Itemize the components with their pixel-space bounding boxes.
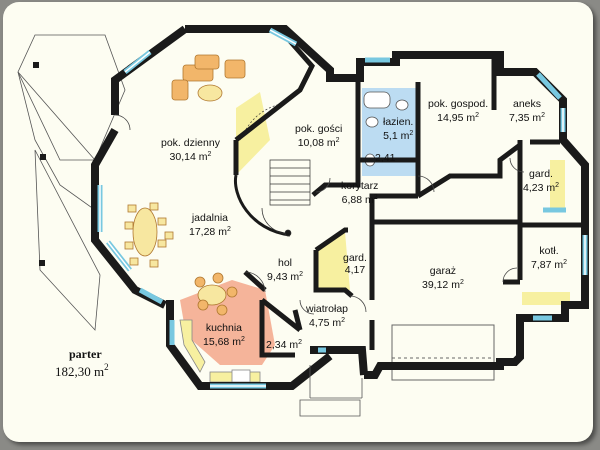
floor-plan-drawing [17,25,589,417]
floor-total-area-sup: 2 [104,362,109,372]
room-label-lazienka: łazien.5,1 m2 [383,116,414,142]
closet-fill-gard [550,160,565,210]
window-inner [99,29,586,387]
room-label-spizarnia: 2,34 m2 [266,339,303,351]
furniture [124,54,246,316]
floor-name: parter [69,347,102,361]
room-label-gard-2: gard.4,17 [343,252,367,276]
bathroom-fixtures [363,91,409,167]
stair-closet [236,92,270,175]
room-label-pok-gospod: pok. gospod.14,95 m2 [428,98,489,124]
walls [91,25,589,390]
room-label-kotl: kotł.7,87 m2 [531,245,568,271]
kitchen-counter [179,319,261,383]
floor-title: parter 182,30 m2 [55,347,109,381]
closet-fill-hol [318,232,350,290]
door-swings [114,114,525,315]
room-label-gard-1: gard.4,23 m2 [523,168,560,194]
interior-walls [233,30,583,358]
entrance-steps [309,365,363,399]
closet-fill-kotl [522,292,570,305]
garage-door [391,324,495,381]
floor-total-area: 182,30 m [55,364,105,379]
room-label-wc: 2,41 [375,152,396,164]
pillars [33,62,46,266]
